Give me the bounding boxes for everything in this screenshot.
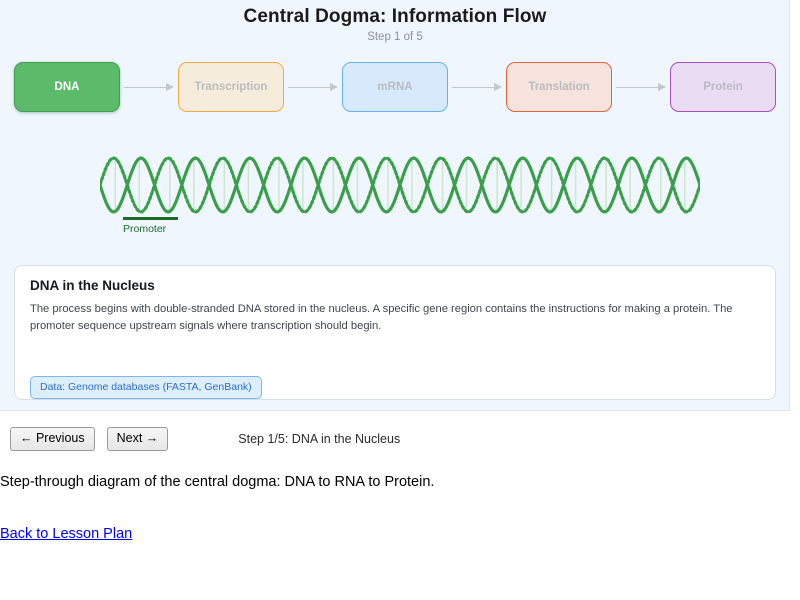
flow-step-label: Protein	[703, 81, 743, 93]
arrow-head	[166, 82, 174, 91]
arrow-shaft	[616, 86, 659, 89]
arrow-shaft	[288, 86, 331, 89]
flow-step-label: Transcription	[194, 81, 268, 93]
arrow-head	[494, 82, 502, 91]
info-card-body: The process begins with double-stranded …	[30, 303, 733, 332]
flow-steps-row: DNA Transcription mRNA Translation Protein	[14, 62, 776, 112]
page-title: Central Dogma: Information Flow	[243, 6, 547, 27]
step-status-text: Step 1/5: DNA in the Nucleus	[238, 432, 401, 446]
flow-arrow-1	[124, 82, 174, 92]
navigation-controls: ← Previous Next → Step 1/5: DNA in the N…	[10, 427, 400, 451]
flow-arrow-4	[616, 82, 666, 92]
flow-step-transcription[interactable]: Transcription	[178, 62, 284, 112]
step-subtitle: Step 1 of 5	[367, 31, 423, 43]
previous-button[interactable]: ← Previous	[10, 427, 95, 451]
data-source-badge: Data: Genome databases (FASTA, GenBank)	[30, 376, 262, 399]
flow-arrow-2	[288, 82, 338, 92]
flow-step-label: Translation	[528, 81, 590, 93]
arrow-head	[658, 82, 666, 91]
promoter-label: Promoter	[123, 223, 167, 235]
flow-step-dna[interactable]: DNA	[14, 62, 120, 112]
flow-step-label: DNA	[54, 81, 80, 93]
info-card: DNA in the Nucleus The process begins wi…	[14, 265, 776, 400]
info-card-title: DNA in the Nucleus	[30, 278, 155, 293]
flow-step-protein[interactable]: Protein	[670, 62, 776, 112]
next-button[interactable]: Next →	[106, 427, 169, 451]
diagram-panel: Central Dogma: Information Flow Step 1 o…	[0, 0, 790, 411]
flow-step-label: mRNA	[377, 81, 413, 93]
promoter-marker-bar	[123, 217, 178, 220]
flow-arrow-3	[452, 82, 502, 92]
arrow-head	[330, 82, 338, 91]
flow-step-mrna[interactable]: mRNA	[342, 62, 448, 112]
figure-caption: Step-through diagram of the central dogm…	[0, 474, 435, 490]
arrow-shaft	[452, 86, 495, 89]
back-to-lesson-plan-link[interactable]: Back to Lesson Plan	[0, 526, 133, 542]
arrow-shaft	[124, 86, 167, 89]
dna-helix-graphic	[100, 145, 700, 235]
flow-step-translation[interactable]: Translation	[506, 62, 612, 112]
